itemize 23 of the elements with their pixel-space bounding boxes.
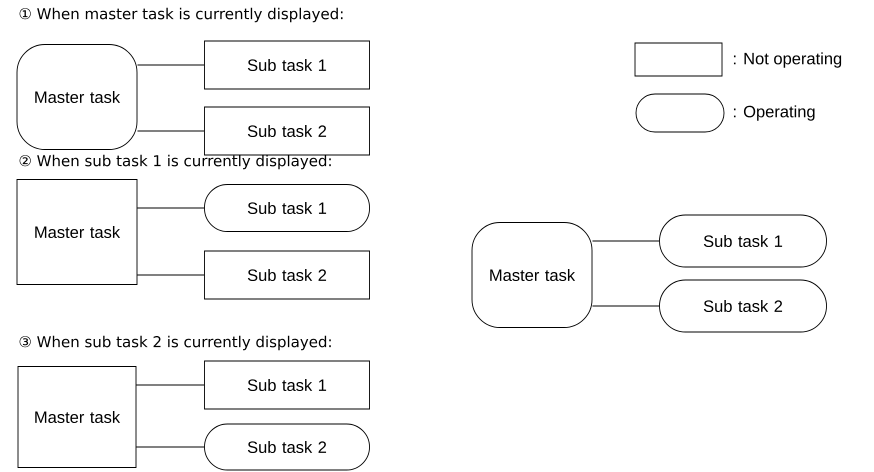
task-box: Sub task 2 xyxy=(204,106,370,156)
task-box: Sub task 1 xyxy=(204,360,370,410)
heading: ③ When sub task 2 is currently displayed: xyxy=(20,336,331,350)
connector-line xyxy=(137,64,204,66)
connector-line xyxy=(137,130,204,132)
legend-text: : Operating xyxy=(734,105,815,121)
task-box: Sub task 1 xyxy=(204,40,370,90)
operating-box: Sub task 2 xyxy=(659,280,827,332)
task-box: Master task xyxy=(16,179,138,285)
connector-line xyxy=(136,384,204,386)
task-box: Sub task 2 xyxy=(204,250,370,300)
operating-box: Sub task 2 xyxy=(204,424,370,470)
legend-text: : Not operating xyxy=(734,52,842,68)
operating-box: Sub task 1 xyxy=(659,214,827,268)
connector-line xyxy=(136,446,204,448)
operating-box: Master task xyxy=(472,222,592,328)
connector-line xyxy=(592,240,660,242)
heading: ① When master task is currently displayed: xyxy=(20,8,343,22)
operating-box: Master task xyxy=(16,44,138,150)
operating-box: Sub task 1 xyxy=(204,184,370,232)
connector-line xyxy=(137,274,204,276)
task-box: Master task xyxy=(18,366,136,468)
heading: ② When sub task 1 is currently displayed: xyxy=(20,154,331,170)
